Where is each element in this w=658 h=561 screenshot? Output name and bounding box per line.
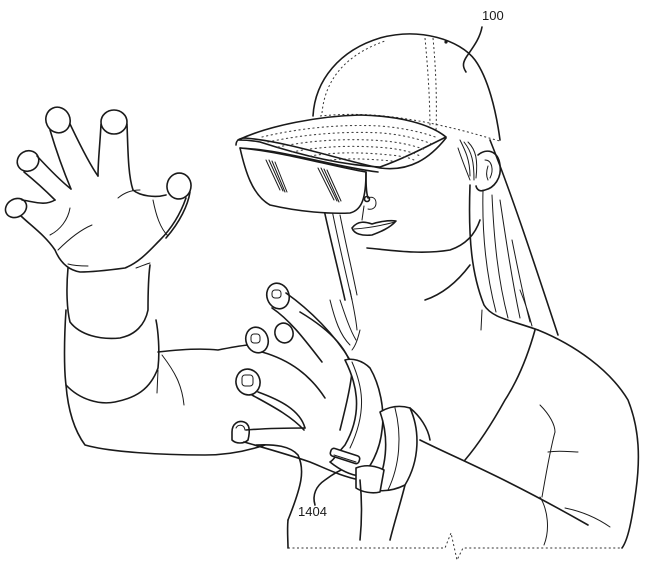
leader-line-100 xyxy=(462,26,483,73)
gloved-hand xyxy=(231,282,431,541)
hair-strands-front xyxy=(329,289,361,351)
hair xyxy=(321,139,559,336)
reference-label-1404: 1404 xyxy=(298,504,327,519)
visor-reflection xyxy=(265,159,342,203)
cap-headset xyxy=(235,33,501,215)
raised-hand xyxy=(4,106,192,273)
raised-arm xyxy=(63,264,303,521)
reference-label-100: 100 xyxy=(482,8,504,23)
torso xyxy=(286,264,640,561)
leader-line-1404 xyxy=(313,467,347,506)
face xyxy=(351,139,502,253)
